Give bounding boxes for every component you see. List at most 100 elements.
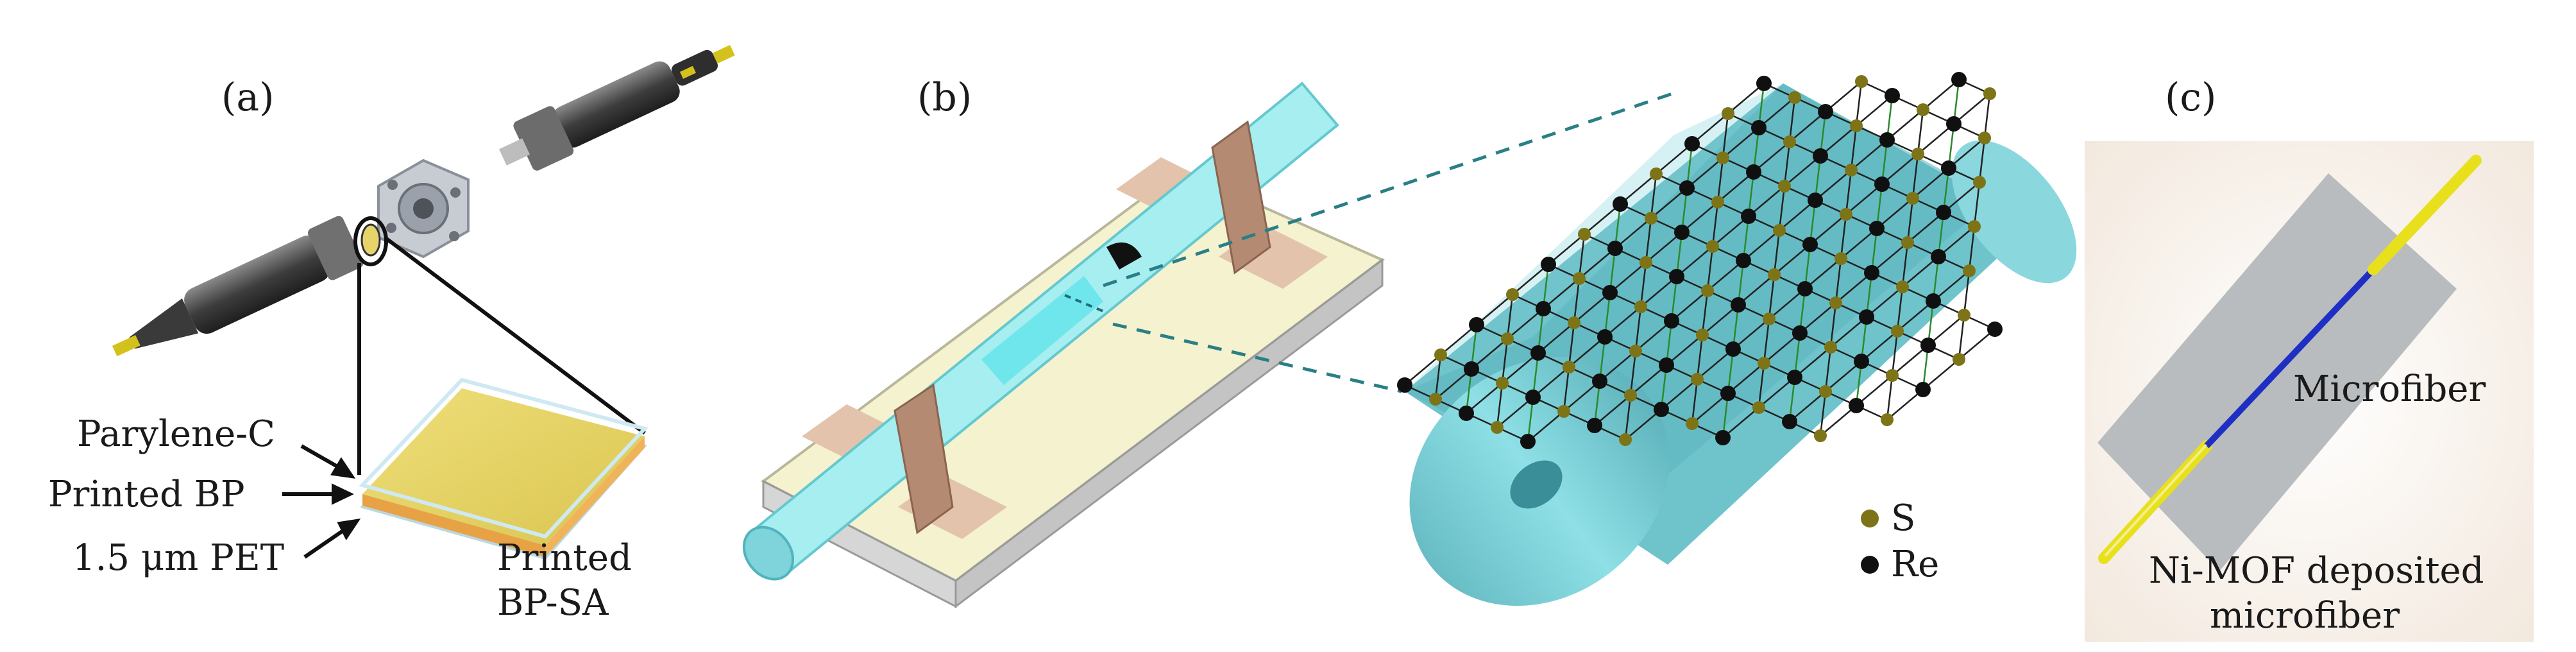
- sulfur-atom: [1711, 196, 1724, 209]
- lattice-bond: [1691, 393, 1729, 424]
- lattice-bond: [1543, 278, 1580, 309]
- lattice-bond: [1563, 381, 1600, 412]
- substrate-slab: [761, 168, 1385, 609]
- zoom-dash-lower: [1112, 322, 1402, 393]
- sulfur-atom: [1983, 87, 1996, 100]
- lattice-bond: [1563, 366, 1570, 412]
- sulfur-atom: [1696, 329, 1709, 341]
- res2-lattice: [1397, 72, 2003, 449]
- lattice-bond: [1789, 111, 1826, 142]
- legend-marker-re: [1861, 556, 1879, 574]
- sulfur-atom: [1763, 313, 1775, 325]
- lattice-bond: [1634, 306, 1642, 352]
- sulfur-atom: [1881, 413, 1894, 426]
- lattice-bond: [1568, 322, 1575, 368]
- rhenium-atom: [1808, 193, 1823, 208]
- lattice-bond: [1819, 391, 1827, 436]
- lattice-bond: [1440, 324, 1477, 356]
- arrow-parylene: [300, 444, 356, 479]
- rhenium-atom: [1915, 382, 1931, 397]
- rhenium-atom: [1941, 160, 1956, 176]
- lattice-bond: [1532, 366, 1570, 398]
- lattice-bond: [1712, 216, 1749, 247]
- rhenium-atom: [1736, 253, 1751, 268]
- rhenium-atom: [1746, 164, 1761, 180]
- lattice-bond: [1835, 272, 1872, 304]
- rhenium-atom: [1520, 434, 1536, 449]
- rhenium-atom: [1674, 225, 1690, 240]
- lattice-bond: [1578, 234, 1586, 279]
- lattice-bond: [1820, 405, 1857, 436]
- lattice-bond: [1661, 379, 1698, 410]
- sulfur-atom: [1850, 119, 1863, 132]
- lattice-bond: [1624, 395, 1632, 440]
- sulfur-atom: [1563, 361, 1575, 373]
- lattice-bond: [1758, 97, 1795, 128]
- lattice-bond: [1707, 260, 1744, 291]
- lattice-bond: [1604, 306, 1641, 338]
- lattice-bond: [1620, 173, 1657, 205]
- lattice-bond: [1466, 382, 1503, 414]
- lattice-bond: [1886, 389, 1924, 420]
- lattice-bond: [1911, 153, 1919, 199]
- lattice-bond: [1717, 171, 1754, 203]
- lattice-bond: [1496, 382, 1504, 428]
- electrode-band-1: [894, 383, 954, 535]
- lattice-bond: [1958, 314, 1965, 360]
- lattice-bond: [1512, 264, 1549, 295]
- lattice-bond: [1738, 274, 1775, 305]
- rhenium-atom: [1725, 341, 1741, 357]
- zoom-dash-upper: [1103, 91, 1675, 287]
- legend-label-s: S: [1891, 497, 1915, 539]
- lattice-bond: [1768, 288, 1806, 320]
- rhenium-atom: [1813, 148, 1828, 164]
- lattice-bond: [1922, 359, 1960, 390]
- rhenium-atom: [1607, 241, 1623, 256]
- lattice-bond: [1645, 218, 1652, 263]
- lattice-bond: [1778, 185, 1786, 231]
- sulfur-atom: [1788, 91, 1801, 104]
- lattice-bond: [1666, 334, 1703, 366]
- lattice-bond: [1906, 198, 1914, 243]
- lattice-bond: [1573, 278, 1580, 323]
- lattice-bond: [1614, 218, 1652, 249]
- rhenium-atom: [1525, 390, 1541, 405]
- lattice-bond: [1640, 262, 1647, 307]
- lattice-bond: [1788, 97, 1796, 142]
- sulfur-atom: [1829, 296, 1842, 309]
- fiber-connector-upper: [498, 45, 735, 171]
- sulfur-atom: [1963, 264, 1976, 277]
- lattice-bond: [1727, 363, 1765, 394]
- lattice-bond: [1881, 153, 1919, 185]
- panel-a-label: (a): [221, 75, 275, 120]
- sulfur-atom: [1911, 148, 1924, 160]
- lattice-bond: [1656, 143, 1693, 175]
- sample-on-ferrule: [360, 223, 381, 257]
- lattice-bond: [1748, 185, 1785, 217]
- rhenium-atom: [1782, 414, 1797, 429]
- lattice-bond: [1476, 294, 1513, 325]
- lattice-bond: [1892, 345, 1929, 376]
- sulfur-atom: [1835, 252, 1847, 265]
- rhenium-atom: [1664, 313, 1679, 329]
- sulfur-atom: [1629, 345, 1642, 357]
- lattice-bond: [1753, 141, 1790, 173]
- lattice-bond: [1727, 83, 1765, 114]
- sulfur-atom: [1896, 280, 1909, 293]
- lattice-bond: [1635, 320, 1672, 352]
- lattice-bond: [1809, 214, 1847, 245]
- lattice-bond: [1840, 214, 1847, 259]
- legend-label-re: Re: [1891, 544, 1939, 585]
- rhenium-atom: [1679, 180, 1695, 196]
- lattice-bond: [1702, 304, 1739, 336]
- sulfur-atom: [1557, 405, 1570, 418]
- lattice-bond: [1625, 409, 1662, 440]
- rhenium-atom: [1530, 345, 1546, 361]
- lattice-bond: [1845, 184, 1883, 215]
- lattice-bond: [1501, 338, 1509, 384]
- rhenium-atom: [1464, 361, 1479, 377]
- lattice-bond: [1722, 127, 1759, 159]
- sulfur-atom: [1568, 316, 1580, 329]
- printed-bp-sa-film: [359, 377, 648, 560]
